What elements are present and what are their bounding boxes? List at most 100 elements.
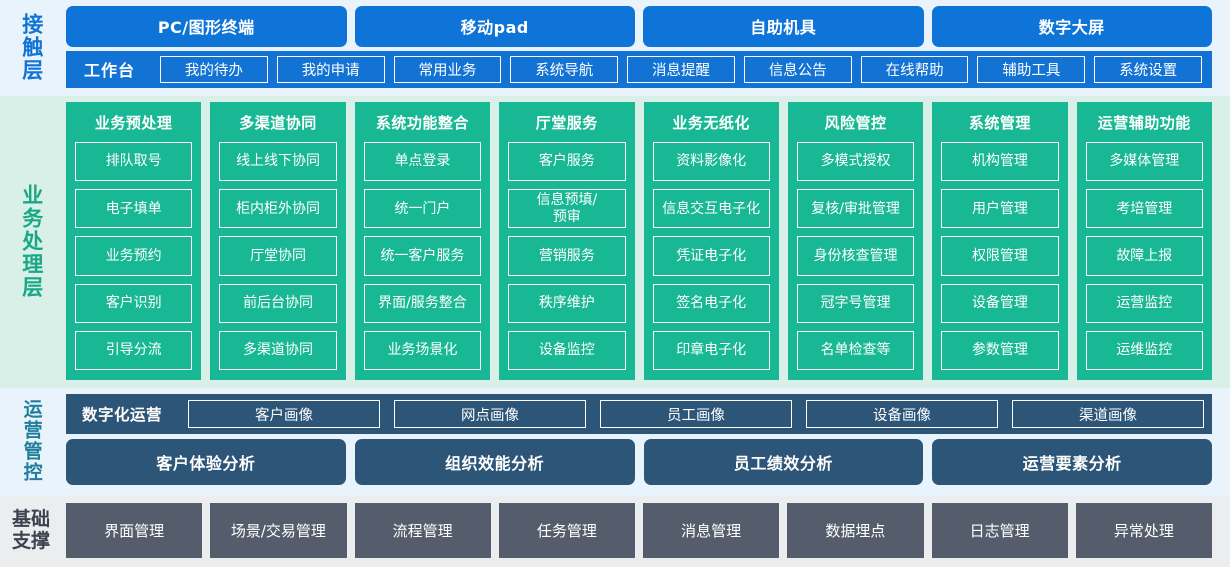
channel-chip-digital-screen[interactable]: 数字大屏 [931,6,1212,47]
portrait-device[interactable]: 设备画像 [806,400,999,428]
business-column-title: 运营辅助功能 [1097,114,1191,132]
business-item[interactable]: 柜内柜外协同 [219,189,337,229]
business-item[interactable]: 机构管理 [941,142,1059,182]
workbench-item-online-help[interactable]: 在线帮助 [860,55,969,83]
portrait-channel[interactable]: 渠道画像 [1012,400,1205,428]
business-item[interactable]: 电子填单 [75,189,193,229]
business-column-risk-control: 风险管控 多模式授权 复核/审批管理 身份核查管理 冠字号管理 名单检查等 [787,102,924,380]
workbench-item-message-alert[interactable]: 消息提醒 [627,55,735,83]
base-task-management[interactable]: 任务管理 [498,503,635,558]
business-item-list: 客户服务 信息预填/ 预审 营销服务 秩序维护 设备监控 [508,142,626,371]
business-column-system-management: 系统管理 机构管理 用户管理 权限管理 设备管理 参数管理 [932,102,1068,380]
analysis-operation-factors[interactable]: 运营要素分析 [932,439,1212,485]
workbench-item-aux-tools[interactable]: 辅助工具 [977,55,1086,83]
business-item[interactable]: 统一门户 [363,189,482,229]
business-item[interactable]: 凭证电子化 [652,236,770,276]
business-item[interactable]: 多渠道协同 [219,330,337,371]
business-item[interactable]: 业务预约 [75,236,193,276]
business-item[interactable]: 厅堂协同 [219,236,337,276]
business-item[interactable]: 名单检查等 [796,330,915,371]
business-column-lobby-service: 厅堂服务 客户服务 信息预填/ 预审 营销服务 秩序维护 设备监控 [499,102,635,380]
business-column-row: 业务预处理 排队取号 电子填单 业务预约 客户识别 引导分流 多渠道协同 线上线… [62,102,1230,380]
business-item[interactable]: 签名电子化 [652,283,770,323]
business-column-title: 系统管理 [968,114,1031,132]
analysis-org-efficiency[interactable]: 组织效能分析 [354,439,635,485]
business-column-title: 业务无纸化 [672,114,750,132]
business-item[interactable]: 冠字号管理 [796,283,915,323]
base-chip-row: 界面管理 场景/交易管理 流程管理 任务管理 消息管理 数据埋点 日志管理 异常… [62,503,1230,558]
business-item[interactable]: 身份核查管理 [796,236,915,276]
analysis-employee-performance[interactable]: 员工绩效分析 [643,439,924,485]
business-item[interactable]: 业务场景化 [363,330,482,371]
business-item[interactable]: 复核/审批管理 [796,189,915,229]
business-column-title: 风险管控 [824,114,887,132]
business-item[interactable]: 信息预填/ 预审 [508,189,626,229]
layer-contact-label-text: 接触层 [19,12,44,82]
layer-operations-label: 运营管控 [0,394,62,488]
channel-chip-pc[interactable]: PC/图形终端 [66,6,347,47]
portrait-customer[interactable]: 客户画像 [188,400,381,428]
business-item[interactable]: 线上线下协同 [219,142,337,182]
layer-business-label-text: 业务处理层 [19,183,44,299]
layer-base-support-body: 界面管理 场景/交易管理 流程管理 任务管理 消息管理 数据埋点 日志管理 异常… [62,503,1230,558]
business-item-list: 线上线下协同 柜内柜外协同 厅堂协同 前后台协同 多渠道协同 [219,142,337,371]
business-item[interactable]: 设备监控 [508,330,626,371]
business-item[interactable]: 统一客户服务 [363,236,482,276]
business-item-list: 排队取号 电子填单 业务预约 客户识别 引导分流 [75,142,193,371]
base-exception-handling[interactable]: 异常处理 [1075,503,1212,558]
business-column-system-integration: 系统功能整合 单点登录 统一门户 统一客户服务 界面/服务整合 业务场景化 [354,102,491,380]
base-ui-management[interactable]: 界面管理 [66,503,203,558]
channel-chip-self-service[interactable]: 自助机具 [643,6,924,47]
base-process-management[interactable]: 流程管理 [354,503,491,558]
channel-chip-mobile-pad[interactable]: 移动pad [354,6,635,47]
layer-operations-label-text: 运营管控 [20,399,43,483]
business-column-pretreatment: 业务预处理 排队取号 电子填单 业务预约 客户识别 引导分流 [66,102,202,380]
business-item[interactable]: 考培管理 [1085,189,1203,229]
business-item[interactable]: 多媒体管理 [1085,142,1203,182]
business-item[interactable]: 营销服务 [508,236,626,276]
business-item[interactable]: 资料影像化 [652,142,770,182]
workbench-item-my-todo[interactable]: 我的待办 [160,55,268,83]
layer-base-support-label-text: 基础 支撑 [11,508,50,552]
business-item[interactable]: 运维监控 [1085,330,1203,371]
business-item[interactable]: 界面/服务整合 [363,283,482,323]
workbench-item-common-business[interactable]: 常用业务 [393,55,502,83]
portrait-employee[interactable]: 员工画像 [600,400,793,428]
workbench-item-my-application[interactable]: 我的申请 [276,55,385,83]
layer-contact-label: 接触层 [0,6,62,88]
business-item[interactable]: 故障上报 [1085,236,1203,276]
layer-base-support-label: 基础 支撑 [0,503,62,558]
business-item[interactable]: 权限管理 [941,236,1059,276]
business-item[interactable]: 用户管理 [941,189,1059,229]
base-message-management[interactable]: 消息管理 [643,503,780,558]
workbench-item-system-settings[interactable]: 系统设置 [1094,55,1203,83]
layer-contact: 接触层 PC/图形终端 移动pad 自助机具 数字大屏 工作台 我的待办 我的申… [0,0,1230,96]
base-scenario-transaction-management[interactable]: 场景/交易管理 [210,503,347,558]
workbench-item-announcement[interactable]: 信息公告 [743,55,852,83]
business-item[interactable]: 排队取号 [75,142,193,182]
business-item[interactable]: 客户服务 [508,142,626,182]
layer-business-body: 业务预处理 排队取号 电子填单 业务预约 客户识别 引导分流 多渠道协同 线上线… [62,102,1230,380]
business-item[interactable]: 信息交互电子化 [652,189,770,229]
business-item[interactable]: 多模式授权 [796,142,915,182]
analysis-chip-row: 客户体验分析 组织效能分析 员工绩效分析 运营要素分析 [66,439,1212,485]
business-item[interactable]: 秩序维护 [508,283,626,323]
business-item[interactable]: 设备管理 [941,283,1059,323]
base-data-tracking[interactable]: 数据埋点 [787,503,924,558]
business-item[interactable]: 运营监控 [1085,283,1203,323]
analysis-customer-experience[interactable]: 客户体验分析 [66,439,346,485]
business-item[interactable]: 单点登录 [363,142,482,182]
business-column-multichannel: 多渠道协同 线上线下协同 柜内柜外协同 厅堂协同 前后台协同 多渠道协同 [210,102,346,380]
base-log-management[interactable]: 日志管理 [931,503,1068,558]
business-item[interactable]: 参数管理 [941,330,1059,371]
business-item[interactable]: 引导分流 [75,330,193,371]
portrait-branch[interactable]: 网点画像 [394,400,587,428]
business-item[interactable]: 印章电子化 [652,330,770,371]
business-column-paperless: 业务无纸化 资料影像化 信息交互电子化 凭证电子化 签名电子化 印章电子化 [643,102,779,380]
business-item[interactable]: 前后台协同 [219,283,337,323]
business-item-list: 多模式授权 复核/审批管理 身份核查管理 冠字号管理 名单检查等 [796,142,915,371]
workbench-item-system-nav[interactable]: 系统导航 [510,55,619,83]
business-item[interactable]: 客户识别 [75,283,193,323]
workbench-label: 工作台 [84,61,136,81]
